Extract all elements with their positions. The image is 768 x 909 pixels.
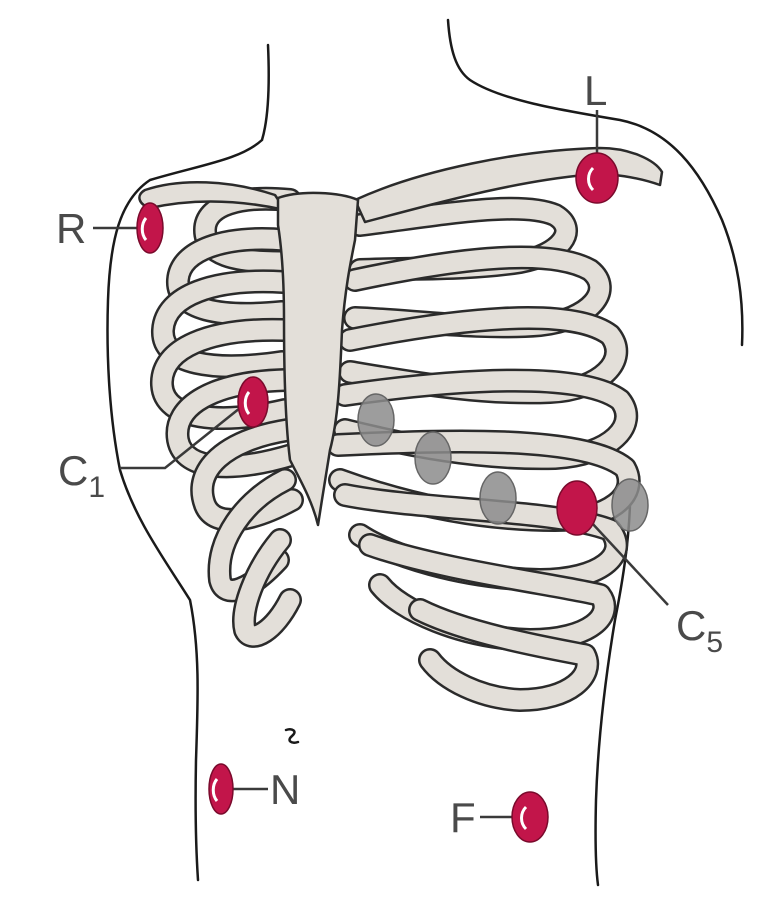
navel [284, 728, 300, 744]
electrode-f [511, 791, 549, 843]
electrode-r [136, 202, 164, 254]
label-f: F [450, 794, 476, 841]
label-c1-letter: C [58, 447, 88, 494]
electrode-highlight [520, 805, 528, 831]
label-c5: C5 [676, 602, 723, 659]
label-c1-subscript: 1 [88, 471, 105, 504]
chest-position-marker [414, 431, 452, 485]
label-l: L [584, 67, 607, 114]
right-shoulder-line [446, 18, 744, 347]
other-chest-positions [357, 393, 649, 532]
label-c5-letter: C [676, 602, 706, 649]
right-ribs [326, 196, 641, 712]
electrode-highlight [243, 391, 251, 415]
labels: R L C1 C5 N F [56, 67, 723, 841]
left-torso-line [106, 43, 270, 882]
label-n: N [270, 766, 300, 813]
label-c5-subscript: 5 [706, 626, 723, 659]
chest-position-marker [357, 393, 395, 447]
label-c1: C1 [58, 447, 105, 504]
electrode-highlight [587, 166, 595, 192]
electrode-c1 [237, 376, 269, 428]
chest-position-marker [611, 478, 649, 532]
electrode-c5 [556, 480, 598, 536]
leader-line-c1 [120, 399, 251, 470]
chest-position-marker [479, 471, 517, 525]
electrode-l [575, 152, 619, 204]
left-clavicle [138, 180, 287, 212]
electrodes [136, 152, 619, 843]
rib-cage [138, 146, 664, 712]
electrode-n [208, 763, 234, 815]
electrode-highlight [211, 778, 219, 802]
electrode-highlight [140, 217, 148, 241]
label-r: R [56, 205, 86, 252]
sternum [276, 191, 360, 527]
